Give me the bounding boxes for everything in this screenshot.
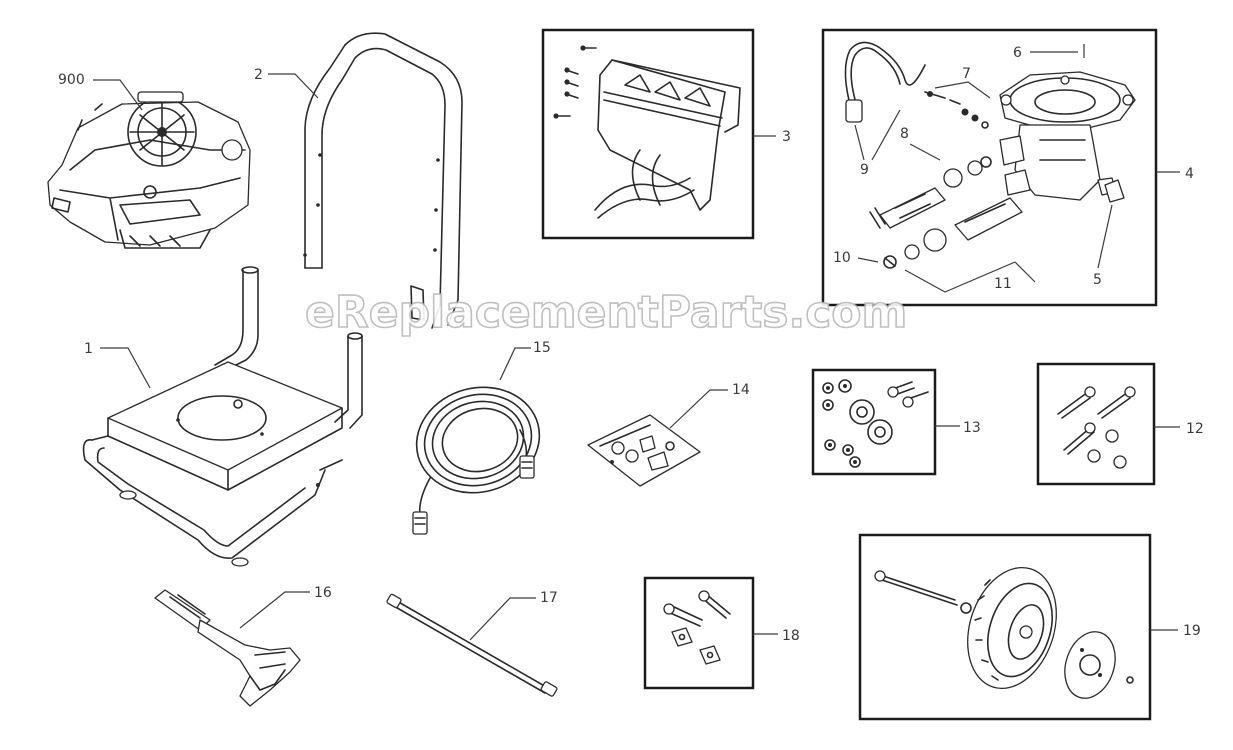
callout-11: 11 — [994, 276, 1012, 292]
callout-10: 10 — [833, 250, 851, 266]
callout-17: 17 — [540, 590, 558, 606]
base-frame-part — [82, 266, 363, 567]
part-box-13 — [811, 368, 937, 476]
callout-9: 9 — [860, 162, 869, 178]
callout-13: 13 — [963, 420, 981, 436]
callout-7: 7 — [962, 66, 971, 82]
callout-900: 900 — [58, 72, 85, 88]
callout-18: 18 — [782, 628, 800, 644]
fittings-kit-part — [587, 414, 701, 487]
part-box-19 — [858, 533, 1152, 721]
part-box-3 — [541, 28, 755, 240]
callout-15: 15 — [533, 340, 551, 356]
spray-gun-part — [154, 589, 301, 707]
callout-12: 12 — [1186, 421, 1204, 437]
hardware-18-part — [663, 590, 731, 665]
callout-14: 14 — [732, 382, 750, 398]
callout-2: 2 — [254, 67, 263, 83]
callout-1: 1 — [84, 341, 93, 357]
part-box-18 — [643, 576, 755, 690]
part-box-4 — [821, 28, 1158, 307]
callout-8: 8 — [900, 126, 909, 142]
callout-6: 6 — [1013, 45, 1022, 61]
engine-part — [47, 91, 251, 249]
bracket-part — [553, 45, 741, 219]
callout-19: 19 — [1183, 623, 1201, 639]
wand-part — [386, 593, 558, 697]
part-box-12 — [1036, 362, 1156, 486]
callout-3: 3 — [782, 129, 791, 145]
hardware-13-part — [822, 379, 929, 468]
callout-4: 4 — [1185, 166, 1194, 182]
pump-assembly-part — [844, 41, 1136, 269]
callout-16: 16 — [314, 585, 332, 601]
handle-part — [303, 32, 463, 329]
callout-5: 5 — [1093, 272, 1102, 288]
watermark: eReplacementParts.com — [305, 287, 907, 338]
hose-part — [412, 386, 541, 535]
wheel-part — [874, 566, 1134, 699]
hardware-12-part — [1057, 386, 1136, 469]
